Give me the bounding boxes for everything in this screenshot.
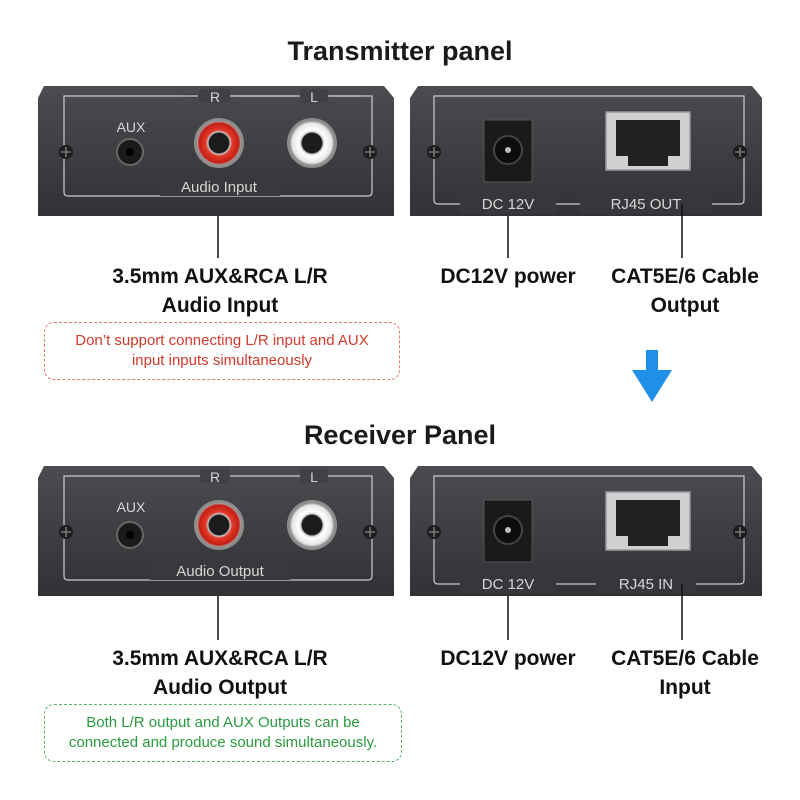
note-line: Both L/R output and AUX Outputs can be xyxy=(86,714,360,731)
audio-output-label: Audio Output xyxy=(176,563,264,580)
channel-l-label: L xyxy=(310,89,318,105)
screw-icon xyxy=(427,525,441,539)
aux-jack-icon xyxy=(116,521,144,549)
receiver-cable-caption: CAT5E/6 Cable Input xyxy=(590,644,780,702)
transmitter-title: Transmitter panel xyxy=(287,36,513,66)
screw-icon xyxy=(733,525,747,539)
audio-input-label: Audio Input xyxy=(181,179,258,196)
receiver-info-note: Both L/R output and AUX Outputs can be c… xyxy=(44,704,402,762)
screw-icon xyxy=(363,525,377,539)
caption-line: Audio Input xyxy=(161,294,279,317)
dc-12v-label: DC 12V xyxy=(482,576,535,593)
caption-line: CAT5E/6 Cable xyxy=(611,647,759,670)
rca-white-jack-icon xyxy=(287,500,337,550)
note-line: connected and produce sound simultaneous… xyxy=(68,734,378,751)
screw-icon xyxy=(427,145,441,159)
caption-line: Input xyxy=(659,676,711,699)
channel-l-label: L xyxy=(310,469,318,485)
screw-icon xyxy=(59,525,73,539)
dc-power-jack-icon xyxy=(483,499,533,563)
transmitter-audio-panel: R L AUX Audio Input xyxy=(38,86,394,216)
aux-label: AUX xyxy=(117,119,146,135)
transmitter-cable-caption: CAT5E/6 Cable Output xyxy=(590,262,780,320)
channel-r-label: R xyxy=(210,469,220,485)
screw-icon xyxy=(59,145,73,159)
transmitter-audio-caption: 3.5mm AUX&RCA L/R Audio Input xyxy=(60,262,380,320)
receiver-title: Receiver Panel xyxy=(303,420,497,450)
rca-red-jack-icon xyxy=(194,500,244,550)
screw-icon xyxy=(363,145,377,159)
arrow-down-icon xyxy=(632,350,672,402)
aux-jack-icon xyxy=(116,138,144,166)
transmitter-warning-note: Don’t support connecting L/R input and A… xyxy=(44,322,400,380)
caption-line: Output xyxy=(650,294,720,317)
caption-line: 3.5mm AUX&RCA L/R xyxy=(112,647,328,670)
aux-label: AUX xyxy=(117,499,146,515)
caption-line: CAT5E/6 Cable xyxy=(611,265,759,288)
receiver-power-panel: DC 12V RJ45 IN xyxy=(410,466,762,596)
rj45-out-label: RJ45 OUT xyxy=(611,196,682,213)
rj45-in-label: RJ45 IN xyxy=(619,576,673,593)
rj45-port-icon xyxy=(605,111,691,171)
dc-power-jack-icon xyxy=(483,119,533,183)
caption-line: Audio Output xyxy=(152,676,288,699)
rca-white-jack-icon xyxy=(287,118,337,168)
channel-r-label: R xyxy=(210,89,220,105)
receiver-audio-panel: R L AUX Audio Output xyxy=(38,466,394,596)
note-line: Don’t support connecting L/R input and A… xyxy=(75,332,369,349)
transmitter-power-caption: DC12V power xyxy=(440,265,576,288)
rca-red-jack-icon xyxy=(194,118,244,168)
caption-line: 3.5mm AUX&RCA L/R xyxy=(112,265,328,288)
rj45-port-icon xyxy=(605,491,691,551)
dc-12v-label: DC 12V xyxy=(482,196,535,213)
transmitter-power-panel: DC 12V RJ45 OUT xyxy=(410,86,762,216)
screw-icon xyxy=(733,145,747,159)
receiver-audio-caption: 3.5mm AUX&RCA L/R Audio Output xyxy=(60,644,380,702)
note-line: input inputs simultaneously xyxy=(131,352,313,369)
receiver-power-caption: DC12V power xyxy=(440,647,576,670)
